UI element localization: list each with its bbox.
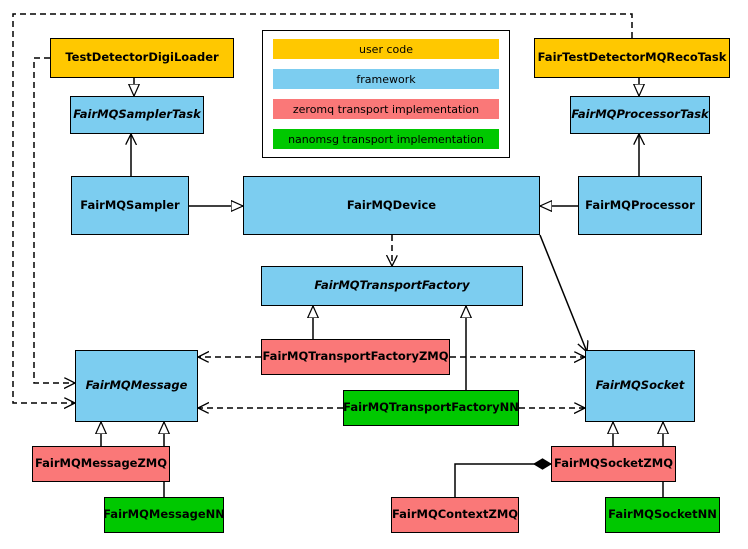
edge-recotask-message [12, 13, 633, 403]
class-box-fairtestdetectormqrecotask[interactable]: FairTestDetectorMQRecoTask [534, 38, 730, 78]
class-box-fairmqsocketzmq[interactable]: FairMQSocketZMQ [551, 446, 676, 482]
class-box-fairmqtransportfactory[interactable]: FairMQTransportFactory [261, 266, 523, 306]
class-box-fairmqsocketnn[interactable]: FairMQSocketNN [605, 497, 720, 533]
legend-panel: user code framework zeromq transport imp… [262, 30, 510, 158]
class-box-fairmqsampler[interactable]: FairMQSampler [71, 176, 189, 235]
class-box-fairmqtransportfactoryzmq[interactable]: FairMQTransportFactoryZMQ [261, 339, 450, 375]
class-box-fairmqdevice[interactable]: FairMQDevice [243, 176, 540, 235]
legend-item-nanomsg: nanomsg transport implementation [273, 129, 499, 149]
class-box-fairmqprocessor[interactable]: FairMQProcessor [578, 176, 702, 235]
class-box-fairmqsamplertask[interactable]: FairMQSamplerTask [70, 96, 204, 134]
legend-item-zeromq: zeromq transport implementation [273, 99, 499, 119]
class-box-fairmqprocessortask[interactable]: FairMQProcessorTask [570, 96, 710, 134]
edge-device-socket [539, 234, 587, 352]
edge-contextzmq-socketzmq [454, 464, 551, 497]
class-box-fairmqmessage[interactable]: FairMQMessage [75, 350, 198, 422]
class-box-fairmqcontextzmq[interactable]: FairMQContextZMQ [391, 497, 519, 533]
class-box-testdetectordigiloader[interactable]: TestDetectorDigiLoader [50, 38, 234, 78]
class-box-fairmqmessagenn[interactable]: FairMQMessageNN [103, 497, 225, 533]
class-box-fairmqmessagezmq[interactable]: FairMQMessageZMQ [32, 446, 170, 482]
edge-digiloader-message [33, 57, 75, 383]
legend-item-framework: framework [273, 69, 499, 89]
legend-item-user-code: user code [273, 39, 499, 59]
class-box-fairmqsocket[interactable]: FairMQSocket [585, 350, 695, 422]
class-box-fairmqtransportfactorynn[interactable]: FairMQTransportFactoryNN [343, 390, 519, 426]
